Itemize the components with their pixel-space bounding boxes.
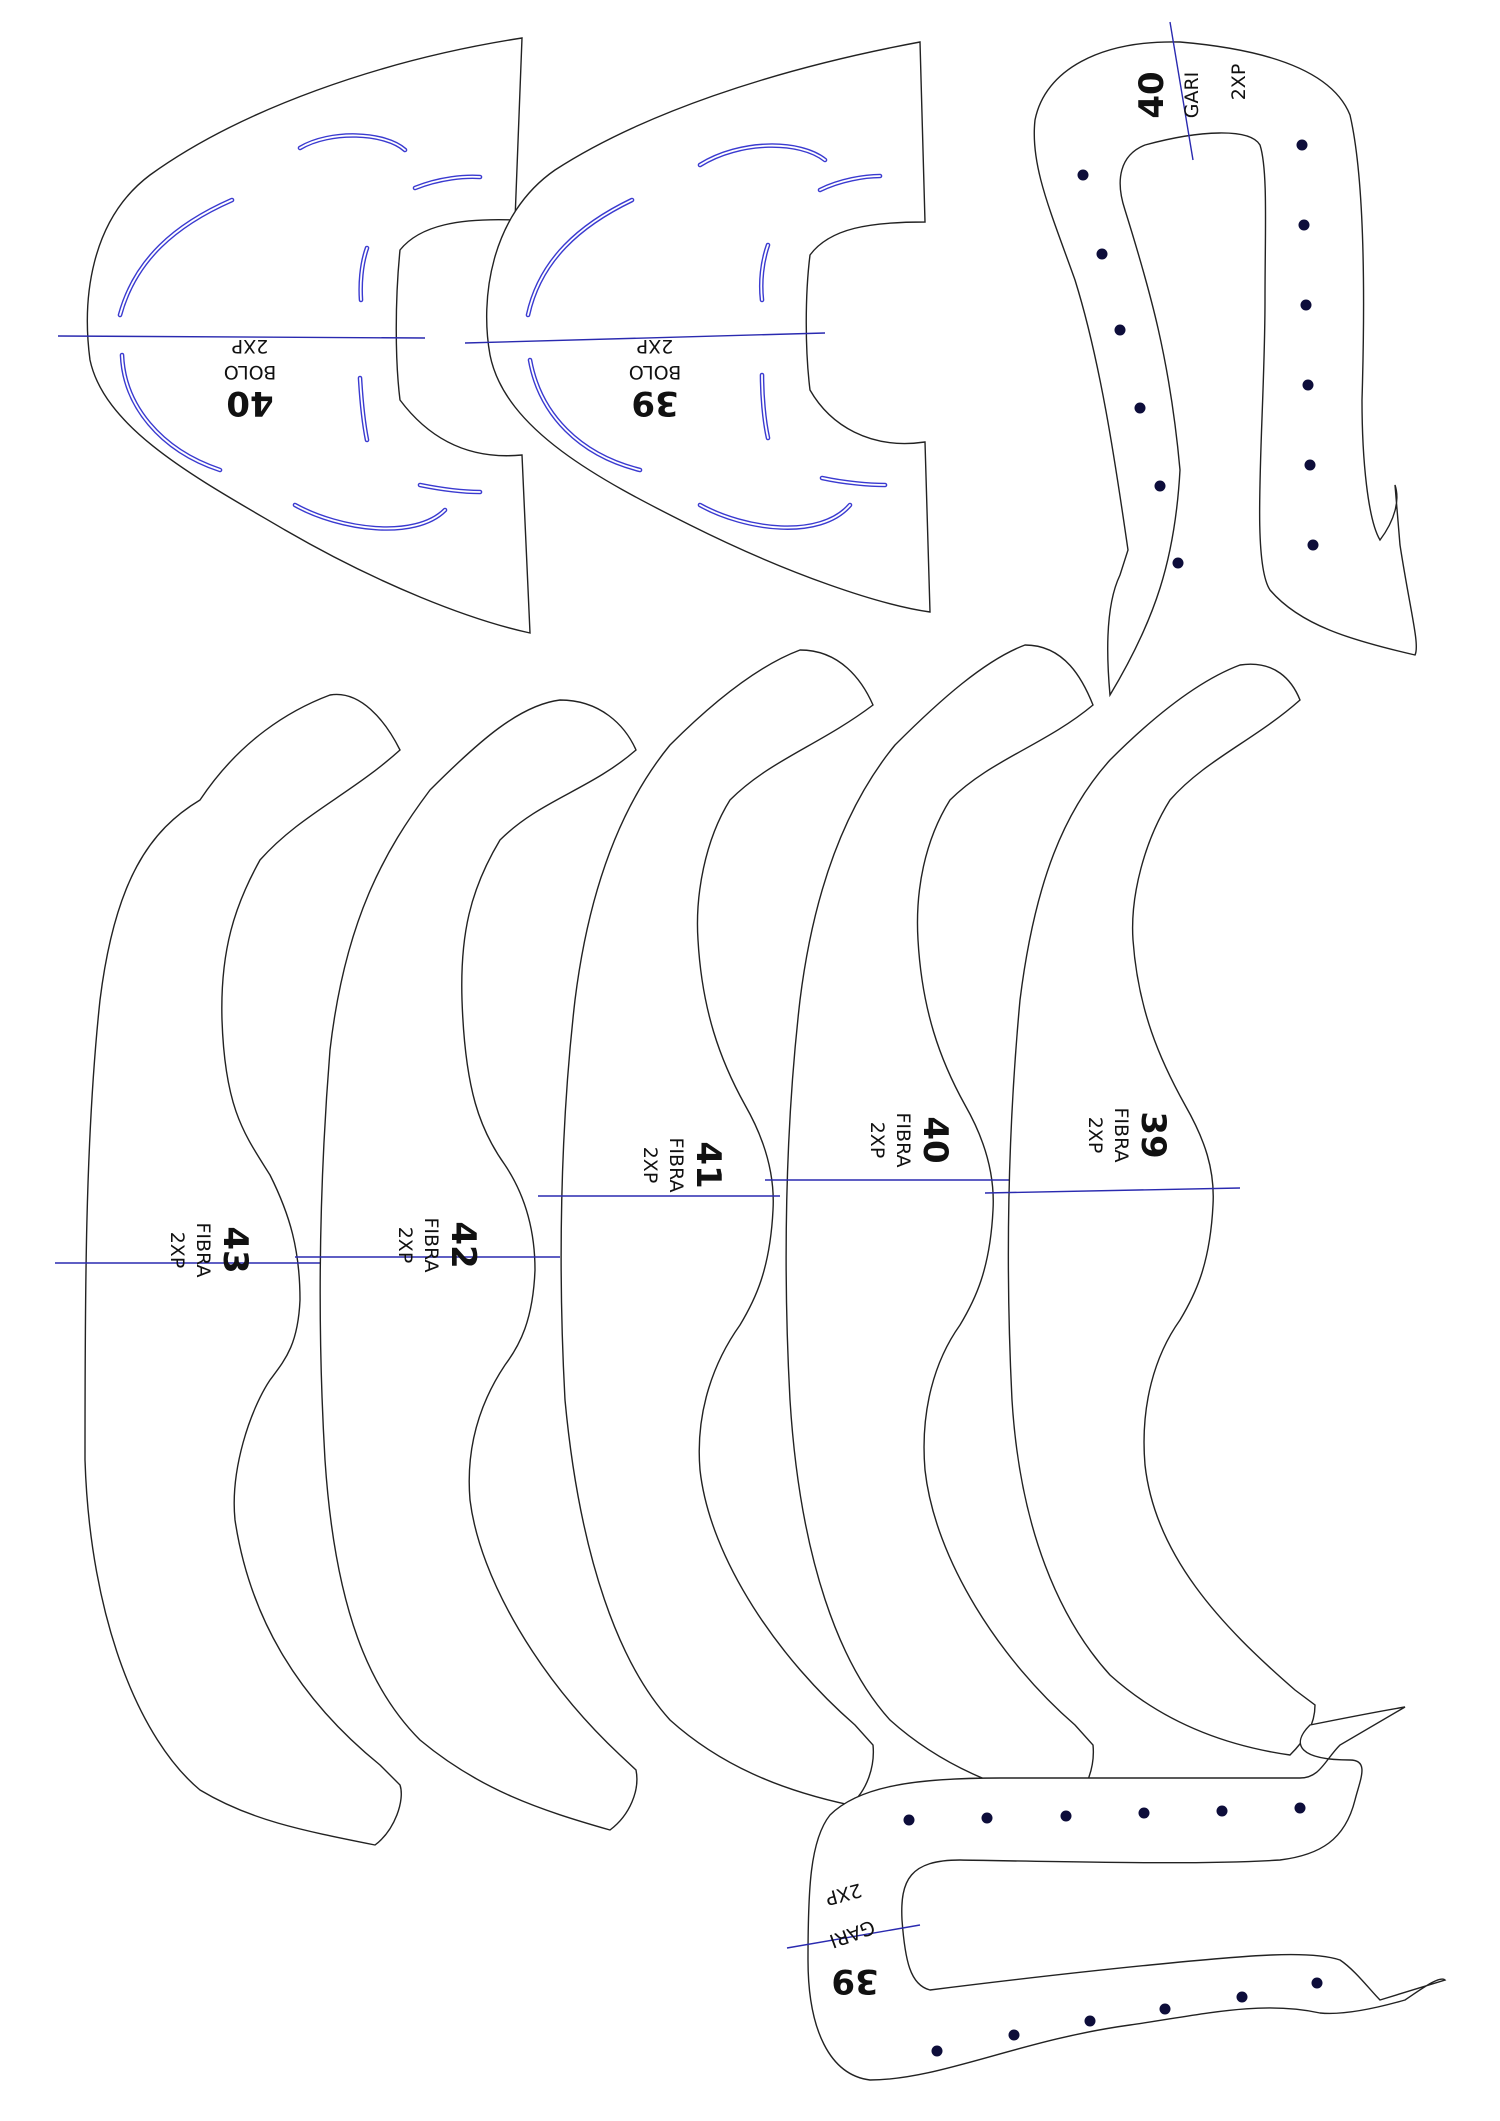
punch-hole xyxy=(931,2045,943,2057)
punch-hole xyxy=(1216,1805,1228,1817)
size-label: 40 xyxy=(915,1116,955,1163)
punch-hole xyxy=(1311,1977,1323,1989)
center-line xyxy=(57,335,426,339)
quantity-label: 2XP xyxy=(394,1227,416,1264)
center-line xyxy=(984,1187,1241,1194)
punch-hole xyxy=(1134,402,1146,414)
size-label: 39 xyxy=(831,1961,878,2001)
quantity-label: 2XP xyxy=(1084,1117,1106,1154)
material-label: GARI xyxy=(1181,72,1203,119)
quantity-label: 2XP xyxy=(866,1122,888,1159)
punch-hole xyxy=(1172,557,1184,569)
punch-hole xyxy=(1302,379,1314,391)
punch-hole xyxy=(1138,1807,1150,1819)
punch-hole xyxy=(1084,2015,1096,2027)
gari-piece-39: 39 GARI 2XP xyxy=(786,1706,1447,2081)
size-label: 40 xyxy=(1132,71,1172,118)
quantity-label: 2XP xyxy=(1228,64,1250,101)
quantity-label: 2XP xyxy=(639,1147,661,1184)
size-label: 40 xyxy=(226,383,273,423)
size-label: 42 xyxy=(443,1221,483,1268)
material-label: FIBRA xyxy=(420,1218,442,1273)
size-label: 43 xyxy=(215,1226,255,1273)
punch-hole xyxy=(1114,324,1126,336)
size-label: 41 xyxy=(688,1141,728,1188)
quantity-label: 2XP xyxy=(637,335,674,357)
center-line xyxy=(786,1924,921,1949)
bolo-piece-39: 39 BOLO 2XP xyxy=(464,41,931,613)
punch-hole xyxy=(1296,139,1308,151)
punch-hole xyxy=(1236,1991,1248,2003)
material-label: FIBRA xyxy=(665,1138,687,1193)
material-label: BOLO xyxy=(629,361,682,383)
material-label: FIBRA xyxy=(892,1113,914,1168)
punch-hole xyxy=(1294,1802,1306,1814)
punch-hole xyxy=(1159,2003,1171,2015)
quantity-label: 2XP xyxy=(166,1232,188,1269)
punch-hole xyxy=(1096,248,1108,260)
center-line xyxy=(464,332,826,344)
size-label: 39 xyxy=(631,383,678,423)
quantity-label: 2XP xyxy=(232,335,269,357)
punch-hole xyxy=(1008,2029,1020,2041)
punch-hole xyxy=(1300,299,1312,311)
fibra-piece-43: 43 FIBRA 2XP xyxy=(55,693,402,1846)
punch-hole xyxy=(1154,480,1166,492)
punch-hole xyxy=(981,1812,993,1824)
fibra-piece-40: 40 FIBRA 2XP xyxy=(765,644,1095,1806)
punch-hole xyxy=(1304,459,1316,471)
material-label: FIBRA xyxy=(1110,1108,1132,1163)
fibra-piece-42: 42 FIBRA 2XP xyxy=(295,699,638,1831)
punch-hole xyxy=(1307,539,1319,551)
material-label: FIBRA xyxy=(192,1223,214,1278)
punch-hole xyxy=(1077,169,1089,181)
size-label: 39 xyxy=(1133,1111,1173,1158)
punch-hole xyxy=(903,1814,915,1826)
fibra-piece-41: 41 FIBRA 2XP xyxy=(538,649,875,1806)
gari-piece-40: 40 GARI 2XP xyxy=(1033,21,1418,698)
material-label: BOLO xyxy=(224,361,277,383)
bolo-piece-40: 40 BOLO 2XP xyxy=(57,37,531,634)
punch-hole xyxy=(1060,1810,1072,1822)
center-line xyxy=(1169,21,1194,161)
punch-hole xyxy=(1298,219,1310,231)
fibra-piece-39: 39 FIBRA 2XP xyxy=(984,663,1316,1756)
